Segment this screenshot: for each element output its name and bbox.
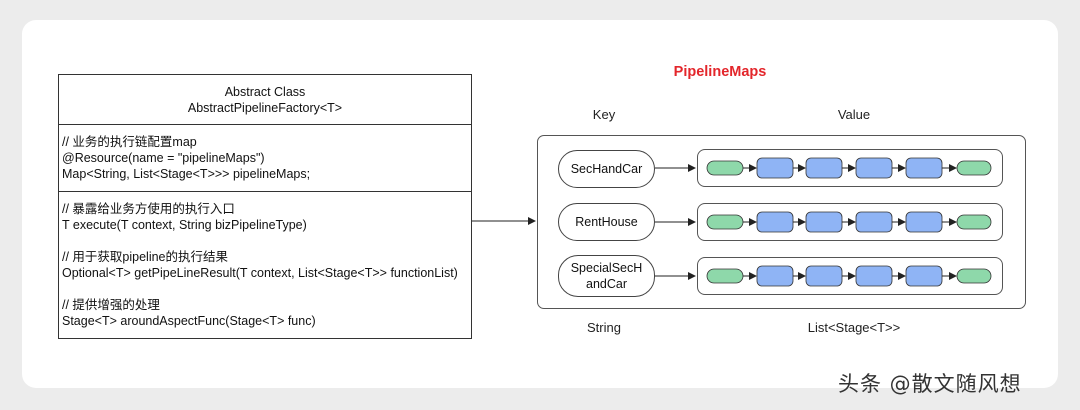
stage-node (905, 157, 943, 179)
key-type-label: String (587, 320, 621, 335)
uml-methods: // 暴露给业务方使用的执行入口 T execute(T context, St… (59, 192, 471, 329)
stage-node (756, 211, 794, 233)
stage-node (905, 211, 943, 233)
value-type-label: List<Stage<T>> (807, 320, 901, 335)
uml-method-comment: // 提供增强的处理 (62, 298, 160, 312)
watermark-text: 头条 @散文随风想 (838, 372, 1022, 396)
uml-method-signature: Optional<T> getPipeLineResult(T context,… (62, 266, 458, 280)
uml-class-box: Abstract Class AbstractPipelineFactory<T… (58, 74, 472, 339)
uml-attribute-comment: // 业务的执行链配置map (62, 135, 197, 149)
stage-node (855, 265, 893, 287)
uml-attributes: // 业务的执行链配置map @Resource(name = "pipelin… (59, 125, 471, 192)
uml-stereotype: Abstract Class (224, 84, 306, 99)
map-key-node: SpecialSecHandCar (558, 255, 655, 297)
terminal-stage-node (706, 268, 744, 284)
uml-attribute-annotation: @Resource(name = "pipelineMaps") (62, 151, 265, 165)
uml-method-comment: // 暴露给业务方使用的执行入口 (62, 202, 235, 216)
stage-node (756, 157, 794, 179)
value-header: Value (837, 107, 871, 122)
uml-class-name: AbstractPipelineFactory<T> (187, 100, 343, 115)
terminal-stage-node (956, 214, 992, 230)
map-key-node: SecHandCar (558, 150, 655, 188)
terminal-stage-node (956, 268, 992, 284)
uml-method-signature: Stage<T> aroundAspectFunc(Stage<T> func) (62, 314, 316, 328)
uml-class-header: Abstract Class AbstractPipelineFactory<T… (59, 75, 471, 125)
terminal-stage-node (706, 160, 744, 176)
stage-node (805, 157, 843, 179)
stage-node (756, 265, 794, 287)
uml-attribute-field: Map<String, List<Stage<T>>> pipelineMaps… (62, 167, 311, 181)
stage-node (855, 211, 893, 233)
pipeline-maps-title: PipelineMaps (673, 64, 767, 80)
map-key-node: RentHouse (558, 203, 655, 241)
stage-node (805, 211, 843, 233)
key-header: Key (592, 107, 616, 122)
terminal-stage-node (706, 214, 744, 230)
uml-method-comment: // 用于获取pipeline的执行结果 (62, 250, 229, 264)
stage-node (805, 265, 843, 287)
terminal-stage-node (956, 160, 992, 176)
stage-node (905, 265, 943, 287)
stage-node (855, 157, 893, 179)
uml-method-signature: T execute(T context, String bizPipelineT… (62, 218, 307, 232)
